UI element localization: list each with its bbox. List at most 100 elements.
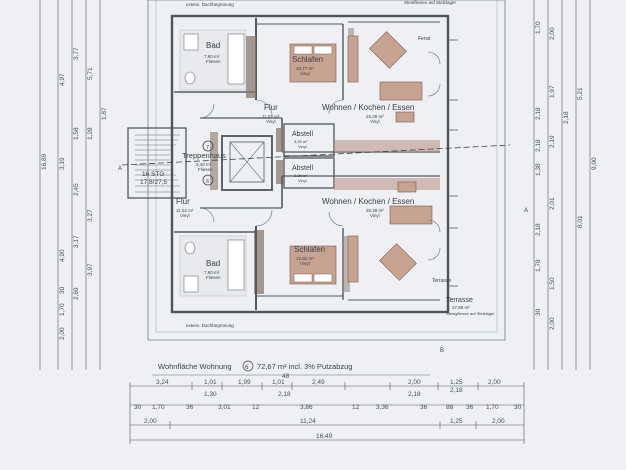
room-flur-bottom-area: 11,02 m² <box>176 208 194 213</box>
dining-table-bottom <box>379 243 417 281</box>
dim-r1s-3: 2,18 <box>450 387 463 394</box>
door-swings <box>199 51 441 261</box>
svg-text:3,17: 3,17 <box>73 235 80 248</box>
svg-text:1,70: 1,70 <box>535 21 542 34</box>
svg-text:3,27: 3,27 <box>87 209 94 222</box>
dim-r1-1: 1,01 <box>204 379 217 386</box>
svg-text:9,00: 9,00 <box>591 157 598 170</box>
left-dimension-texts: 2,00 1,70 30 3,97 2,69 3,17 3,27 4,90 3,… <box>41 47 108 340</box>
dim-r2-10: 36 <box>466 404 474 411</box>
dim-r1-3: 1,01 <box>272 379 285 386</box>
kitchen-counter-top <box>334 140 440 152</box>
note-top-right: Steinfliesen auf Stelzlager <box>404 0 457 5</box>
dim-r1-5: 2,00 <box>408 379 421 386</box>
room-abstell-bottom: Abstell <box>292 165 313 172</box>
sofa-bottom <box>389 205 433 225</box>
room-treppenhaus: Treppenhaus <box>182 151 226 160</box>
note-fenst: Fenst <box>418 36 431 42</box>
svg-text:8,01: 8,01 <box>577 215 584 228</box>
dim-r2-7: 3,36 <box>376 404 389 411</box>
svg-text:1,28: 1,28 <box>87 127 94 140</box>
kitchen-counter-bottom <box>334 178 440 190</box>
svg-text:2,19: 2,19 <box>549 135 556 148</box>
svg-text:2,00: 2,00 <box>549 27 556 40</box>
bath-bottom-tiles <box>179 235 247 297</box>
left-dimension-lines <box>39 0 101 370</box>
lift-car <box>229 141 265 183</box>
svg-text:2,18: 2,18 <box>535 223 542 236</box>
room-abstell-top: Abstell <box>292 131 313 138</box>
room-abstell-top-floor: Vinyl <box>298 144 307 149</box>
dim-r2-3: 3,01 <box>218 404 231 411</box>
dim-r2-12: 30 <box>514 404 522 411</box>
room-schlafen-bottom-floor: Vinyl <box>300 261 310 266</box>
room-schlafen-top-area: 13,77 m² <box>296 66 314 71</box>
room-bad-bottom-area: 7,60 m² <box>204 270 220 275</box>
room-bad-bottom-floor: Fliesen <box>206 275 221 280</box>
room-wohnen-bottom-area: 25,39 m² <box>366 208 384 213</box>
dim-r2-4: 12 <box>252 404 260 411</box>
unit-marker-bottom-label: 6 <box>206 179 209 185</box>
room-bad-top-floor: Fliesen <box>206 59 221 64</box>
svg-text:1,50: 1,50 <box>549 277 556 290</box>
dim-r1s-0: 1,30 <box>204 391 217 398</box>
room-bad-top-area: 7,60 m² <box>204 54 220 59</box>
svg-text:30: 30 <box>59 286 66 294</box>
room-wohnen-top: Wohnen / Kochen / Essen <box>322 103 414 112</box>
sofa-top <box>379 81 423 101</box>
section-line-a <box>121 144 511 166</box>
dim-r3-2: 1,25 <box>450 418 463 425</box>
svg-text:1,78: 1,78 <box>535 259 542 272</box>
svg-text:2,00: 2,00 <box>59 327 66 340</box>
note-top-dach: extens. Dachbegrünung <box>186 2 234 7</box>
svg-text:1,38: 1,38 <box>535 163 542 176</box>
svg-text:3,19: 3,19 <box>59 157 66 170</box>
note-terrace-edge: Terrasse <box>432 278 451 284</box>
dim-r1-7: 2,00 <box>488 379 501 386</box>
table-bottom-small <box>397 181 417 193</box>
living-area-value: 72,67 m² incl. 3% Putzabzug <box>257 362 352 371</box>
room-schlafen-top: Schlafen <box>292 55 323 64</box>
living-area-label: Wohnfläche Wohnung <box>158 362 232 371</box>
room-terrasse: Terrasse <box>446 297 473 304</box>
lift-cross-2 <box>229 141 265 183</box>
dim-r2-5: 3,86 <box>300 404 313 411</box>
dim-r2-9: 88 <box>446 404 454 411</box>
living-area-marker <box>242 360 254 372</box>
svg-text:2,18: 2,18 <box>535 139 542 152</box>
room-schlafen-bottom: Schlafen <box>294 245 325 254</box>
svg-text:1,97: 1,97 <box>549 85 556 98</box>
dim-r2-11: 1,70 <box>486 404 499 411</box>
right-windows <box>448 39 458 287</box>
svg-text:1,58: 1,58 <box>73 127 80 140</box>
dim-r1-4: 2,49 <box>312 379 325 386</box>
stair-core-outline <box>127 127 187 199</box>
svg-text:4,97: 4,97 <box>59 73 66 86</box>
room-abstell-bottom-floor: Vinyl <box>298 178 307 183</box>
svg-text:16,89: 16,89 <box>41 153 48 170</box>
dimension-ticks <box>129 382 525 444</box>
room-terrasse-area: 27,80 m² <box>452 305 470 310</box>
living-area-num: 6 <box>245 365 249 371</box>
room-flur-top-area: 11,02 m² <box>262 114 280 119</box>
svg-text:3,77: 3,77 <box>73 47 80 60</box>
room-schlafen-bottom-area: 12,81 m² <box>296 256 314 261</box>
right-dimension-lines <box>533 0 591 370</box>
room-wohnen-top-floor: Vinyl <box>370 119 380 124</box>
room-bad-top: Bad <box>206 41 220 50</box>
room-abstell-top-area: 3,25 m² <box>294 139 308 144</box>
room-treppenhaus-area: 2,40 m² <box>196 162 212 167</box>
parapet-line <box>155 0 498 333</box>
room-flur-top-floor: Vinyl <box>266 119 276 124</box>
svg-text:2,01: 2,01 <box>549 197 556 210</box>
dim-r1-2: 1,99 <box>238 379 251 386</box>
room-wohnen-top-area: 25,39 m² <box>366 114 384 119</box>
wardrobe-top <box>347 35 359 83</box>
svg-text:30: 30 <box>535 308 542 316</box>
svg-text:2,00: 2,00 <box>549 317 556 330</box>
section-label-left: A <box>118 166 122 172</box>
room-flur-bottom: Flur <box>176 197 190 206</box>
svg-text:3,97: 3,97 <box>87 263 94 276</box>
dim-r1-0: 3,24 <box>156 379 169 386</box>
room-treppenhaus-floor: Fliesen <box>198 167 213 172</box>
